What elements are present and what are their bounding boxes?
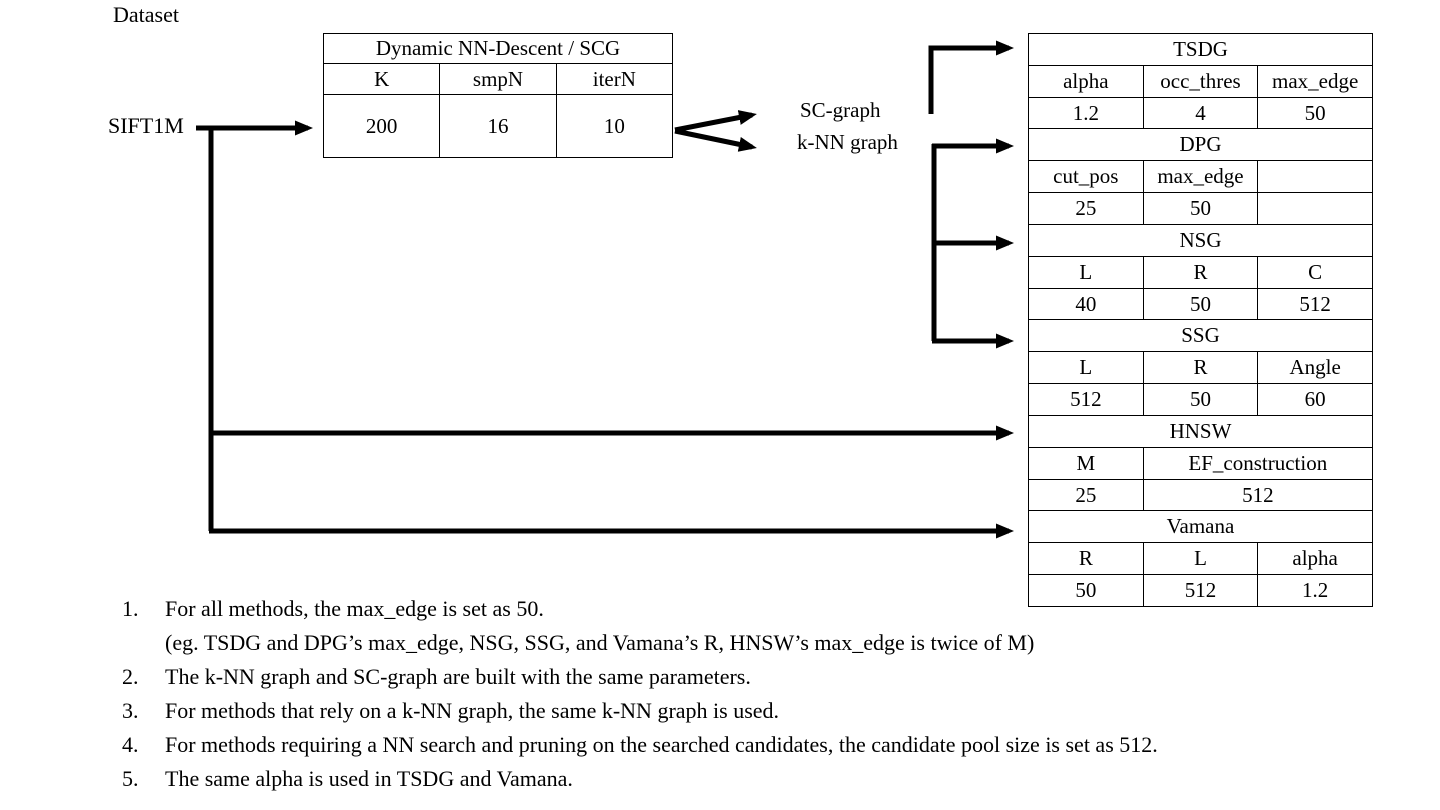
table-header: C [1257, 255, 1373, 289]
table-header [1257, 160, 1373, 194]
table-header: R [1142, 351, 1259, 385]
table-value: 512 [1142, 478, 1374, 512]
table-value: 25 [1028, 192, 1144, 226]
table-header: max_edge [1142, 160, 1259, 194]
method-table-nsg: NSG L R C 40 50 512 [1028, 223, 1373, 321]
table-header: L [1028, 255, 1144, 289]
note-number: 1. [122, 596, 139, 621]
note-number: 5. [122, 766, 139, 791]
table-header: L [1142, 542, 1259, 576]
dataset-label: Dataset [113, 2, 179, 27]
build-table-value: 16 [439, 94, 557, 158]
build-table: Dynamic NN-Descent / SCG K smpN iterN 20… [322, 33, 674, 158]
table-value: 50 [1142, 383, 1259, 417]
build-table-header: smpN [439, 63, 557, 95]
table-value [1257, 192, 1373, 226]
note-number: 4. [122, 732, 139, 757]
table-header: R [1028, 542, 1144, 576]
table-header: EF_construction [1142, 446, 1374, 480]
note-item: 3. For methods that rely on a k-NN graph… [122, 694, 1432, 728]
note-text: (eg. TSDG and DPG’s max_edge, NSG, SSG, … [165, 630, 1035, 655]
table-header: cut_pos [1028, 160, 1144, 194]
build-table-value: 200 [322, 94, 441, 158]
note-item: 2. The k-NN graph and SC-graph are built… [122, 660, 1432, 694]
table-value: 40 [1028, 287, 1144, 321]
method-table-vamana: Vamana R L alpha 50 512 1.2 [1028, 510, 1373, 608]
build-table-header: iterN [555, 63, 674, 95]
table-value: 1.2 [1257, 574, 1373, 608]
table-value: 25 [1028, 478, 1144, 512]
arrow-scgraph-to-tsdg [928, 40, 1015, 114]
dataset-name: SIFT1M [108, 113, 184, 138]
table-value: 512 [1028, 383, 1144, 417]
table-value: 512 [1257, 287, 1373, 321]
table-title: Vamana [1028, 510, 1373, 544]
table-value: 50 [1257, 97, 1373, 130]
method-table-tsdg: TSDG alpha occ_thres max_edge 1.2 4 50 [1028, 33, 1373, 130]
note-item: 1. For all methods, the max_edge is set … [122, 592, 1432, 660]
table-value: 4 [1142, 97, 1259, 130]
table-title: NSG [1028, 223, 1373, 257]
note-text: For all methods, the max_edge is set as … [165, 596, 544, 621]
knn-graph-label: k-NN graph [797, 130, 898, 154]
build-table-header: K [322, 63, 441, 95]
table-title: HNSW [1028, 414, 1373, 448]
table-header: M [1028, 446, 1144, 480]
method-table-hnsw: HNSW M EF_construction 25 512 [1028, 414, 1374, 512]
notes-list: 1. For all methods, the max_edge is set … [122, 592, 1432, 796]
table-title: DPG [1028, 128, 1373, 162]
table-value: 60 [1257, 383, 1373, 417]
method-table-ssg: SSG L R Angle 512 50 60 [1028, 319, 1373, 417]
table-header: alpha [1028, 65, 1144, 98]
note-item: 5. The same alpha is used in TSDG and Va… [122, 762, 1432, 796]
table-header: R [1142, 255, 1259, 289]
table-header: max_edge [1257, 65, 1373, 98]
table-value: 50 [1142, 192, 1259, 226]
table-title: TSDG [1028, 33, 1373, 66]
table-value: 1.2 [1028, 97, 1144, 130]
table-header: L [1028, 351, 1144, 385]
build-table-value: 10 [555, 94, 674, 158]
note-text: The k-NN graph and SC-graph are built wi… [165, 664, 751, 689]
note-number: 2. [122, 664, 139, 689]
note-text: For methods that rely on a k-NN graph, t… [165, 698, 780, 723]
note-item: 4. For methods requiring a NN search and… [122, 728, 1432, 762]
note-text: For methods requiring a NN search and pr… [165, 732, 1158, 757]
table-header: Angle [1257, 351, 1373, 385]
arrow-build-to-scgraph [674, 110, 757, 133]
build-table-title: Dynamic NN-Descent / SCG [323, 33, 673, 64]
table-header: occ_thres [1142, 65, 1259, 98]
method-table-dpg: DPG cut_pos max_edge 25 50 [1028, 128, 1373, 226]
sc-graph-label: SC-graph [800, 98, 881, 122]
arrow-build-to-knngraph [674, 128, 757, 152]
table-title: SSG [1028, 319, 1373, 353]
method-tables: TSDG alpha occ_thres max_edge 1.2 4 50 D… [1028, 33, 1374, 608]
note-text: The same alpha is used in TSDG and Vaman… [165, 766, 573, 791]
note-number: 3. [122, 698, 139, 723]
table-value: 50 [1142, 287, 1259, 321]
table-value: 512 [1142, 574, 1259, 608]
table-header: alpha [1257, 542, 1373, 576]
